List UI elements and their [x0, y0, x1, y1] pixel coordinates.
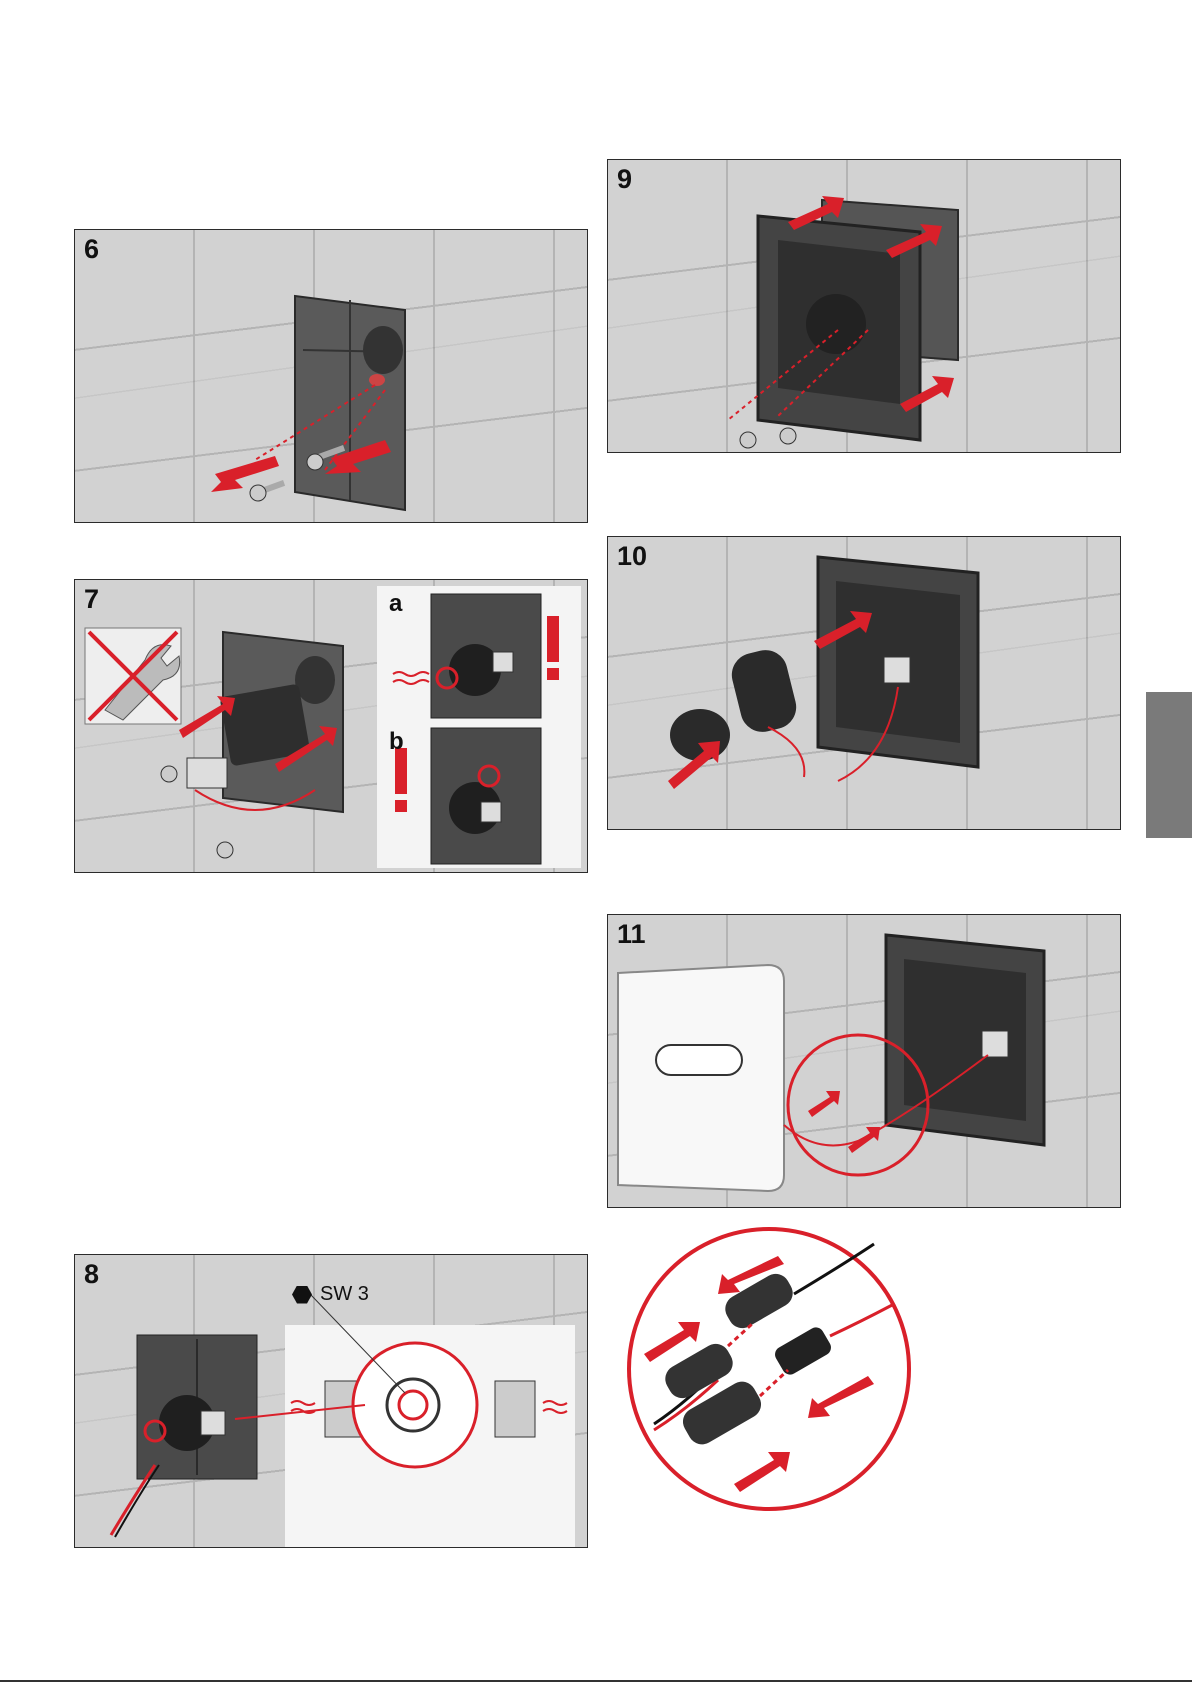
bottom-rule: [0, 1680, 1192, 1682]
screw-icon: [780, 428, 796, 444]
step-9-panel: 9: [607, 159, 1121, 453]
step-6-illustration: [75, 230, 587, 522]
hex-key-icon: [292, 1286, 312, 1304]
connector-detail: [624, 1224, 914, 1514]
sub-label-b: b: [389, 728, 404, 756]
step-11-illustration: [608, 915, 1120, 1207]
step-7-panel: 7 a b: [74, 579, 588, 873]
sub-label-a: a: [389, 590, 402, 618]
section-side-tab: [1146, 692, 1192, 838]
step-7-illustration: [75, 580, 587, 872]
step-9-illustration: [608, 160, 1120, 452]
callout-text: SW 3: [320, 1283, 369, 1306]
no-wrench-icon: [85, 628, 181, 724]
step-10-panel: 10: [607, 536, 1121, 830]
step-10-illustration: [608, 537, 1120, 829]
screw-icon: [250, 480, 285, 501]
exclamation-icon: [395, 748, 407, 812]
screw-icon: [740, 432, 756, 448]
red-arrow-icon: [808, 1091, 840, 1117]
hex-key-callout: SW 3: [292, 1283, 369, 1306]
exclamation-icon: [547, 616, 559, 680]
step-6-panel: 6: [74, 229, 588, 523]
screw-icon: [217, 842, 233, 858]
screw-icon: [161, 766, 177, 782]
red-arrow-icon: [848, 1127, 880, 1153]
step-11-panel: 11: [607, 914, 1121, 1208]
